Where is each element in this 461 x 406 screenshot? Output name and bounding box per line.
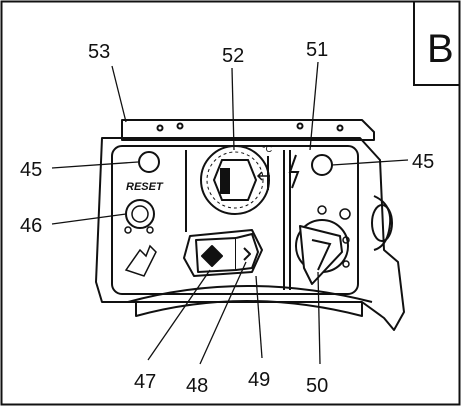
pilot-lamp-right-icon [311,154,333,176]
callout-45-left: 45 [20,159,42,181]
section-badge-letter: B [427,27,454,71]
leader-49 [255,275,263,359]
leader-45-right [331,159,409,166]
callout-53: 53 [88,41,110,63]
leader-lines [51,61,409,365]
reset-button-group: RESET [125,181,164,229]
lightning-icon [288,154,300,189]
hand-press-icon [124,226,157,277]
thermostat-knob-icon: °C [200,144,273,215]
leader-53 [111,65,127,123]
callout-47: 47 [134,371,156,393]
selector-switch-icon [295,205,351,285]
panel-housing [95,119,405,331]
reset-label: RESET [126,181,164,193]
callout-48: 48 [186,375,208,397]
flap-housing-icon [183,229,263,277]
leader-50 [317,271,321,365]
callout-49: 49 [248,369,270,391]
leader-45-left [51,161,139,169]
callout-51: 51 [306,39,328,61]
callout-46: 46 [20,215,42,237]
thermostat-unit-label: °C [262,144,273,154]
leader-52 [231,67,235,151]
callout-45-right: 45 [412,151,434,173]
callout-50: 50 [306,375,328,397]
section-badge: B [413,2,460,86]
leader-48 [199,261,247,365]
leader-46 [51,213,127,225]
pilot-lamp-left-icon [138,151,160,173]
leader-47 [147,269,211,361]
callout-labels: 53 52 51 45 45 46 47 48 49 50 [20,39,434,397]
leader-51 [309,61,319,151]
callout-52: 52 [222,45,244,67]
